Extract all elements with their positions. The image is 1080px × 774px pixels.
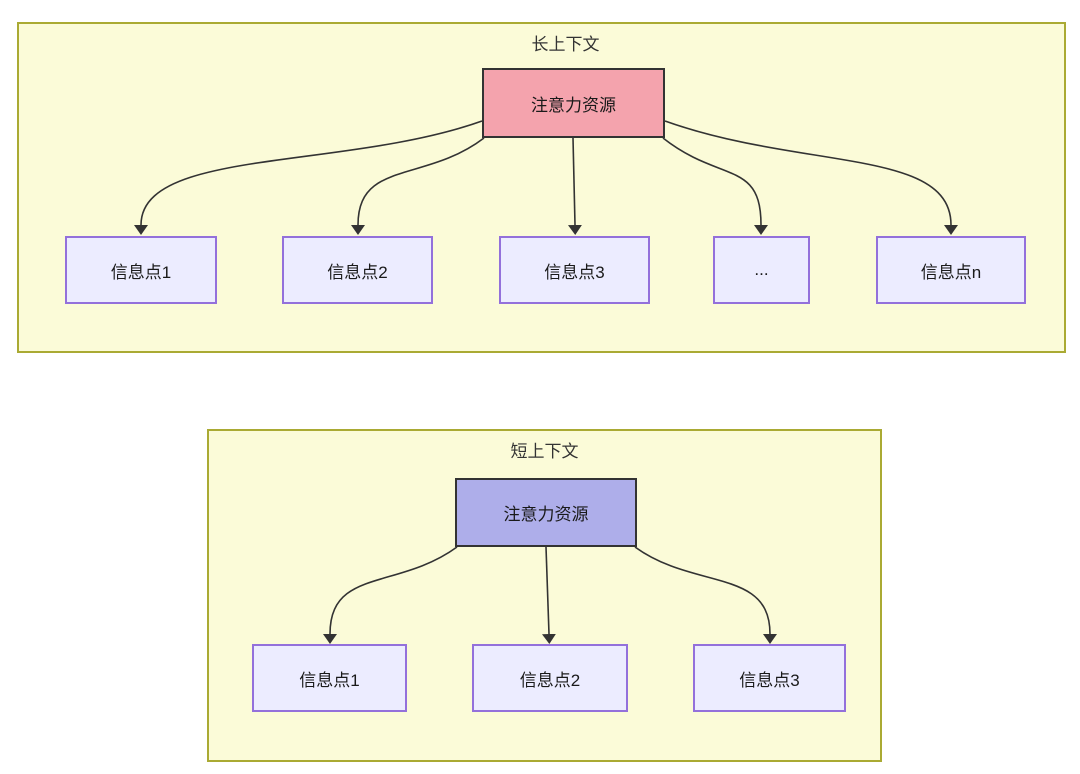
node-long-info-ellipsis-label: ... <box>754 260 769 279</box>
node-short-attention-resource: 注意力资源 <box>455 478 637 547</box>
node-long-info-n: 信息点n <box>876 236 1026 304</box>
node-long-info-1: 信息点1 <box>65 236 217 304</box>
node-short-info-1-label: 信息点1 <box>299 670 360 690</box>
node-long-info-n-label: 信息点n <box>920 262 982 282</box>
node-long-info-ellipsis: ... <box>713 236 810 304</box>
cluster-short-title: 短上下文 <box>209 437 880 462</box>
node-long-info-2: 信息点2 <box>282 236 433 304</box>
node-long-attention-resource: 注意力资源 <box>482 68 665 138</box>
node-short-info-3: 信息点3 <box>693 644 846 712</box>
cluster-short-title-text: 短上下文 <box>510 442 579 461</box>
node-long-info-1-label: 信息点1 <box>110 262 172 282</box>
cluster-long-title-text: 长上下文 <box>531 35 600 54</box>
node-short-info-2: 信息点2 <box>472 644 628 712</box>
node-long-attention-resource-label: 注意力资源 <box>531 95 616 115</box>
node-long-info-3-label: 信息点3 <box>544 262 605 282</box>
node-long-info-3: 信息点3 <box>499 236 650 304</box>
node-short-attention-resource-label: 注意力资源 <box>503 505 589 524</box>
node-short-info-2-label: 信息点2 <box>519 670 581 690</box>
node-short-info-3-label: 信息点3 <box>739 670 800 690</box>
node-short-info-1: 信息点1 <box>252 644 407 712</box>
cluster-long-title: 长上下文 <box>19 30 1064 55</box>
node-long-info-2-label: 信息点2 <box>327 262 388 282</box>
